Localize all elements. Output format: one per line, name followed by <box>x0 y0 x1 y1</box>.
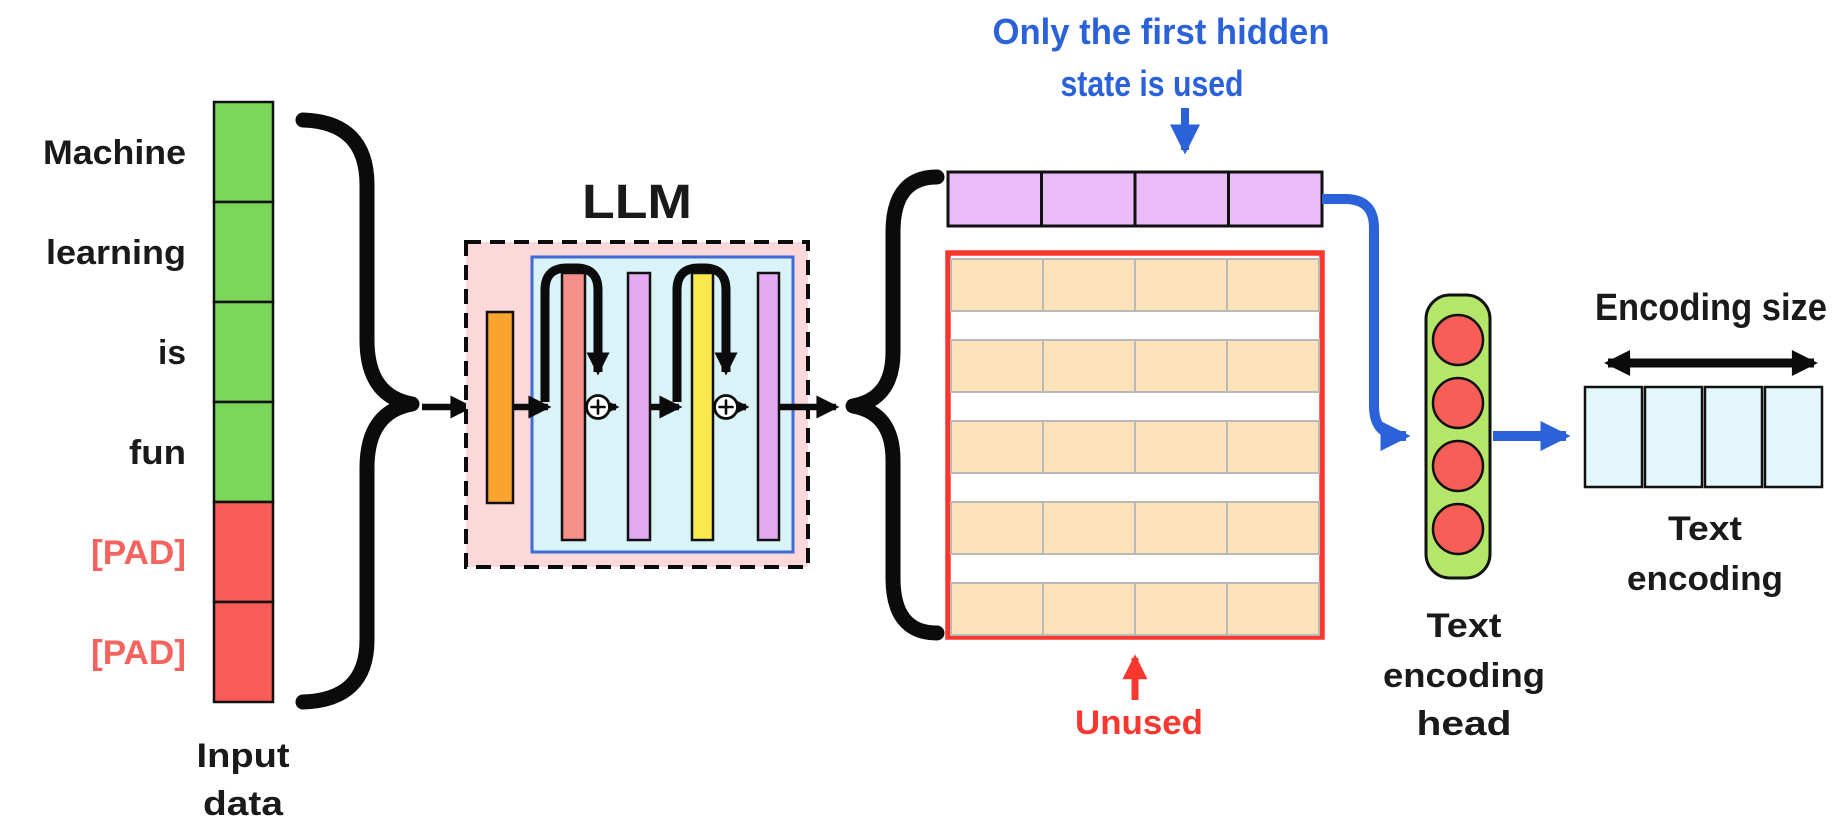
hidden-state-cell-2 <box>1040 170 1137 228</box>
head-caption-line2: encoding <box>1383 657 1545 695</box>
token-box-pad2 <box>212 600 275 704</box>
hidden-state-cell-4 <box>1227 170 1324 228</box>
token-label-pad2: [PAD] <box>91 634 186 672</box>
encoding-size-label: Encoding size <box>1595 287 1827 329</box>
token-box-pad1 <box>212 500 275 604</box>
residual-add-node-1 <box>585 394 611 420</box>
grid-cell <box>950 582 1044 636</box>
layer-bar-yellow <box>690 271 715 542</box>
embedding-bar-orange <box>485 310 515 505</box>
grid-cell <box>1226 501 1320 555</box>
grid-cell <box>1134 339 1228 393</box>
residual-add-node-2 <box>713 394 739 420</box>
text-encoding-output: Encoding size Text encoding <box>1583 287 1827 598</box>
hidden-state-row <box>946 170 1324 228</box>
grid-cell <box>950 258 1044 312</box>
encoding-cell-1 <box>1583 385 1644 489</box>
layer-bar-salmon <box>560 271 587 542</box>
grid-cell <box>950 501 1044 555</box>
token-box-machine <box>212 100 275 204</box>
neuron-4 <box>1431 502 1485 556</box>
grid-cell <box>1226 339 1320 393</box>
annotation-line2: state is used <box>1061 63 1244 104</box>
llm-block: LLM <box>464 176 810 569</box>
input-caption-line2: data <box>203 785 284 823</box>
grid-cell <box>1226 420 1320 474</box>
grid-cell <box>1134 582 1228 636</box>
neuron-1 <box>1431 313 1485 367</box>
layer-bar-purple2 <box>756 271 781 542</box>
grid-cell <box>1134 501 1228 555</box>
head-body <box>1424 293 1492 580</box>
grid-cell <box>1134 258 1228 312</box>
neuron-3 <box>1431 439 1485 493</box>
token-box-fun <box>212 400 275 504</box>
first-hidden-state-annotation: Only the first hidden state is used <box>993 11 1330 155</box>
unused-hidden-states-grid: Unused <box>945 250 1325 742</box>
skip-connection-arc-2 <box>672 263 738 402</box>
grid-cell <box>1042 339 1136 393</box>
grid-cell <box>950 420 1044 474</box>
token-label-is: is <box>158 334 186 372</box>
plus-icon <box>718 399 734 415</box>
right-curly-brace <box>845 169 945 641</box>
grid-cell <box>1042 258 1136 312</box>
plus-icon <box>590 399 606 415</box>
grid-cell <box>1042 582 1136 636</box>
input-token-column: Machine learning is fun [PAD] [PAD] Inpu… <box>43 100 290 823</box>
token-label-pad1: [PAD] <box>91 534 186 572</box>
unused-grid-cells <box>950 258 1320 636</box>
hidden-state-cell-3 <box>1133 170 1230 228</box>
head-caption-line3: head <box>1417 705 1512 743</box>
annotation-line1: Only the first hidden <box>993 11 1330 52</box>
grid-cell <box>1226 582 1320 636</box>
output-caption-line1: Text <box>1668 510 1742 548</box>
token-box-is <box>212 300 275 404</box>
head-caption-line1: Text <box>1427 607 1502 645</box>
token-label-machine: Machine <box>43 134 186 172</box>
unused-label: Unused <box>1075 704 1203 742</box>
token-box-learning <box>212 200 275 304</box>
layer-bar-purple1 <box>626 271 652 542</box>
left-curly-brace <box>295 112 420 710</box>
grid-cell <box>1226 258 1320 312</box>
input-caption-line1: Input <box>197 737 290 775</box>
skip-connection-arc-1 <box>540 263 610 402</box>
grid-cell <box>1042 420 1136 474</box>
grid-cell <box>950 339 1044 393</box>
grid-cell <box>1042 501 1136 555</box>
grid-cell <box>1134 420 1228 474</box>
output-caption-line2: encoding <box>1627 560 1783 598</box>
hidden-state-cell-1 <box>946 170 1043 228</box>
text-encoding-head: Text encoding head <box>1383 293 1545 743</box>
encoding-cell-4 <box>1763 385 1824 489</box>
neuron-2 <box>1431 376 1485 430</box>
encoding-cell-3 <box>1703 385 1764 489</box>
token-label-learning: learning <box>46 234 186 272</box>
encoding-cell-2 <box>1643 385 1704 489</box>
hidden-to-head-curve <box>1322 194 1411 451</box>
llm-title: LLM <box>582 176 692 229</box>
token-label-fun: fun <box>129 434 186 472</box>
